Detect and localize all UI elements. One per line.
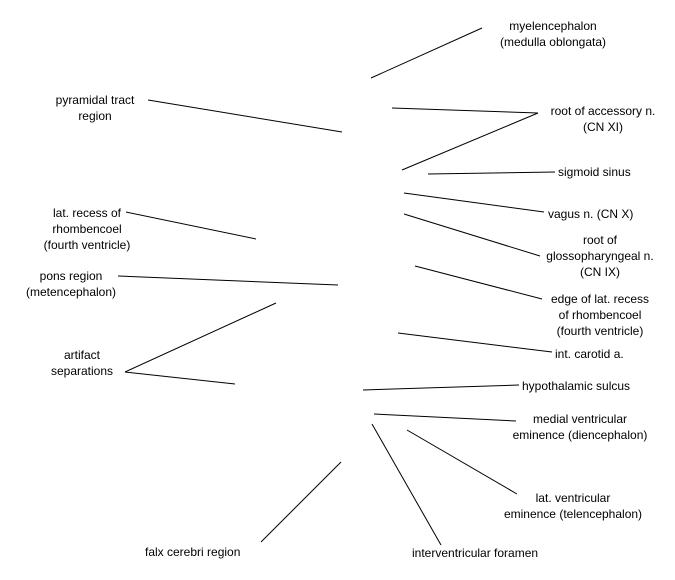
leader-glosso	[403, 213, 541, 257]
label-vagus: vagus n. (CN X)	[548, 207, 634, 221]
leader-pons	[117, 275, 339, 286]
leader-edge	[414, 265, 543, 300]
leader-falx	[260, 461, 342, 543]
label-hypothalamic-sulcus: hypothalamic sulcus	[522, 379, 631, 393]
label-lat-recess: lat. recess of rhombencoel (fourth ventr…	[43, 206, 131, 252]
label-artifact-separations: artifact separations	[50, 348, 114, 378]
label-interventricular-foramen: interventricular foramen	[412, 546, 539, 560]
label-medial-ventricular-eminence: medial ventricular eminence (diencephalo…	[512, 412, 648, 442]
label-root-accessory: root of accessory n. (CN XI)	[550, 104, 656, 134]
label-pons-region: pons region (metencephalon)	[25, 269, 117, 299]
leader-accessory-upper	[391, 107, 539, 114]
leader-hypothal	[362, 384, 520, 391]
label-pyramidal-tract: pyramidal tract region	[55, 93, 135, 123]
leader-interv	[371, 423, 442, 546]
leader-accessory-lower	[401, 112, 539, 171]
label-lat-ventricular-eminence: lat. ventricular eminence (telencephalon…	[503, 491, 643, 521]
label-edge-lat-recess: edge of lat. recess of rhombencoel (four…	[550, 292, 650, 338]
leader-latvent	[406, 429, 518, 495]
leader-myelencephalon	[370, 27, 483, 79]
leader-medial	[373, 413, 517, 422]
label-falx-cerebri: falx cerebri region	[145, 545, 241, 559]
leader-vagus	[403, 192, 545, 213]
leader-pyramidal	[147, 99, 343, 133]
label-root-glossopharyngeal: root of glossopharyngeal n. (CN IX)	[546, 233, 654, 279]
leader-lat-recess	[125, 211, 257, 240]
leader-carotid	[397, 332, 553, 353]
label-myelencephalon: myelencephalon (medulla oblongata)	[499, 19, 607, 49]
label-int-carotid: int. carotid a.	[555, 347, 624, 361]
leader-sigmoid	[427, 171, 556, 175]
label-sigmoid-sinus: sigmoid sinus	[558, 165, 631, 179]
leader-artifact-upper	[124, 302, 277, 373]
leader-artifact-lower	[124, 371, 236, 385]
